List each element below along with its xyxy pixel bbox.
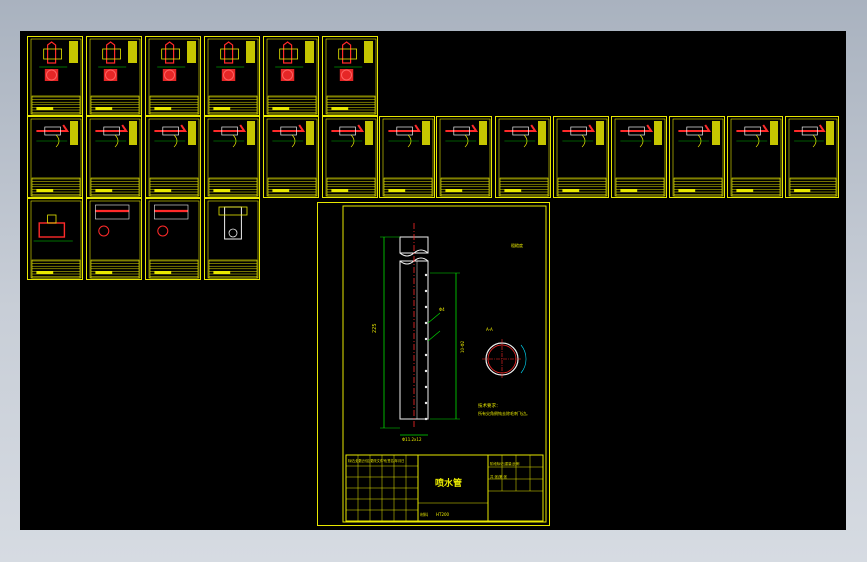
thumbnail-sheet[interactable] [86, 198, 142, 280]
thumbnail-sheet[interactable] [204, 36, 260, 116]
thumbnail-sheet[interactable] [379, 116, 435, 198]
thumbnail-sheet[interactable] [322, 36, 378, 116]
thumbnail-sheet[interactable] [86, 116, 142, 198]
thumbnail-sheet[interactable] [27, 36, 83, 116]
thumbnail-drawing [30, 200, 82, 279]
thumbnail-drawing [148, 118, 200, 197]
dim-length: 225 [372, 323, 378, 333]
thumbnail-drawing [148, 38, 200, 115]
thumbnail-drawing [207, 118, 259, 197]
thumbnail-sheet[interactable] [553, 116, 609, 198]
thumbnail-drawing [207, 200, 259, 279]
thumbnail-drawing [788, 118, 838, 197]
thumbnail-drawing [730, 118, 782, 197]
scale-label: 粗糙度 [511, 242, 523, 248]
section-label: A-A [486, 327, 493, 332]
thumbnail-sheet[interactable] [27, 116, 83, 198]
thumbnail-sheet[interactable] [86, 36, 142, 116]
thumbnail-drawing [207, 38, 259, 115]
thumbnail-drawing [498, 118, 550, 197]
thumbnail-sheet[interactable] [495, 116, 551, 198]
thumbnail-drawing [672, 118, 724, 197]
thumbnail-sheet[interactable] [145, 116, 201, 198]
main-drawing-sheet[interactable]: 225 10-Φ2 Φ11.2x12 Φ4 A-A 粗糙度 技术要求： 所有尖角… [317, 202, 550, 526]
main-drawing-canvas: 225 10-Φ2 Φ11.2x12 Φ4 A-A 粗糙度 技术要求： 所有尖角… [342, 205, 547, 523]
material-value: HT200 [436, 512, 450, 517]
thumbnail-drawing [614, 118, 666, 197]
thumbnail-drawing [30, 38, 82, 115]
material-label: 材料 [420, 511, 428, 517]
dim-side: 10-Φ2 [460, 340, 465, 353]
thumbnail-sheet[interactable] [145, 198, 201, 280]
thumbnail-sheet[interactable] [145, 36, 201, 116]
title-block-header-left: 标记|处数|分区|更改文件号|签名|年月日 [348, 458, 404, 463]
thumbnail-drawing [89, 118, 141, 197]
part-title: 喷水管 [435, 477, 462, 489]
thumbnail-sheet[interactable] [27, 198, 83, 280]
title-block [345, 454, 544, 522]
thumbnail-drawing [325, 118, 377, 197]
thumbnail-sheet[interactable] [669, 116, 725, 198]
title-block-header-right-1: 阶段标记|重量|比例 [490, 461, 520, 466]
section-view [482, 339, 527, 379]
thumbnail-drawing [556, 118, 608, 197]
thumbnail-drawing [148, 200, 200, 279]
thumbnail-drawing [325, 38, 377, 115]
thumbnail-drawing [266, 118, 318, 197]
cad-model-space[interactable]: 225 10-Φ2 Φ11.2x12 Φ4 A-A 粗糙度 技术要求： 所有尖角… [20, 31, 846, 530]
thumbnail-drawing [30, 118, 82, 197]
tech-requirements-title: 技术要求： [478, 402, 501, 409]
thumbnail-drawing [266, 38, 318, 115]
tech-requirements-text: 所有尖角倒钝去除毛刺飞边。 [478, 410, 530, 416]
thumbnail-drawing [382, 118, 434, 197]
thumbnail-sheet[interactable] [204, 116, 260, 198]
thumbnail-sheet[interactable] [436, 116, 492, 198]
thumbnail-sheet[interactable] [263, 116, 319, 198]
thumbnail-sheet[interactable] [263, 36, 319, 116]
thumbnail-drawing [439, 118, 491, 197]
thumbnail-drawing [89, 38, 141, 115]
pipe-view [399, 223, 429, 428]
dim-width: Φ11.2x12 [402, 437, 422, 442]
thumbnail-sheet[interactable] [727, 116, 783, 198]
thumbnail-drawing [89, 200, 141, 279]
thumbnail-sheet[interactable] [322, 116, 378, 198]
note-hole: Φ4 [439, 307, 445, 312]
title-block-header-right-2: 共 张|第 张 [490, 474, 507, 479]
thumbnail-sheet[interactable] [204, 198, 260, 280]
thumbnail-sheet[interactable] [785, 116, 839, 198]
thumbnail-sheet[interactable] [611, 116, 667, 198]
